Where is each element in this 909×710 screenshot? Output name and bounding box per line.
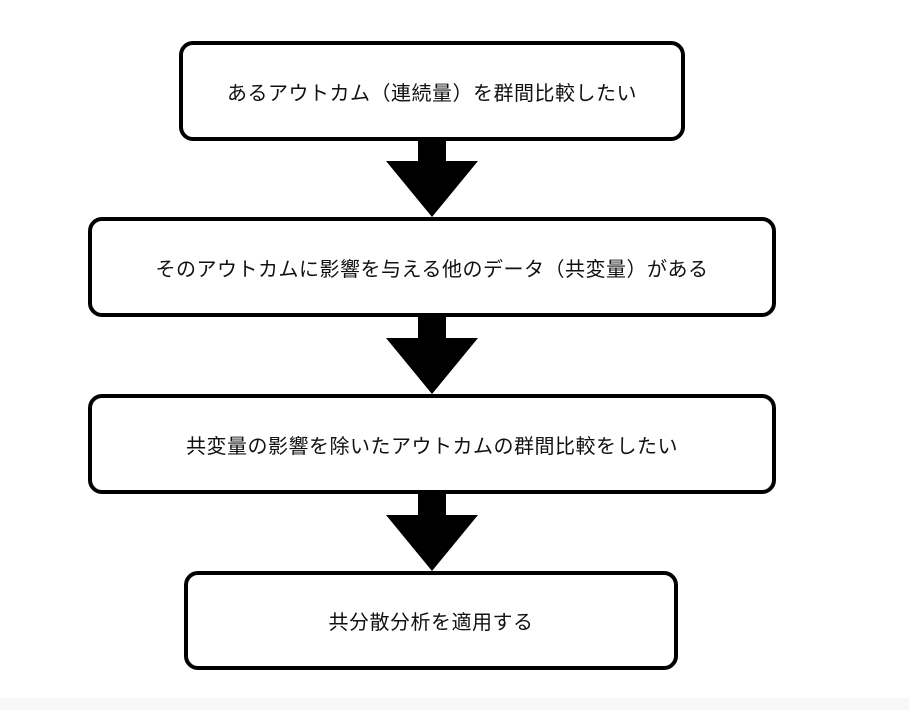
flow-step-4-label: 共分散分析を適用する	[328, 610, 534, 634]
flow-step-2-label: そのアウトカムに影響を与える他のデータ（共変量）がある	[155, 256, 709, 281]
flow-step-3-label: 共変量の影響を除いたアウトカムの群間比較をしたい	[186, 433, 678, 458]
down-arrow-2-icon	[386, 317, 478, 394]
down-arrow-3-icon	[386, 494, 478, 571]
flow-step-4-box: 共分散分析を適用する	[184, 571, 678, 670]
flow-step-2-box: そのアウトカムに影響を与える他のデータ（共変量）がある	[88, 217, 776, 317]
bottom-margin-strip	[0, 698, 909, 710]
flow-step-1-box: あるアウトカム（連続量）を群間比較したい	[179, 41, 685, 141]
flow-step-1-label: あるアウトカム（連続量）を群間比較したい	[227, 80, 637, 105]
flow-step-3-box: 共変量の影響を除いたアウトカムの群間比較をしたい	[88, 394, 776, 494]
down-arrow-1-icon	[386, 141, 478, 217]
